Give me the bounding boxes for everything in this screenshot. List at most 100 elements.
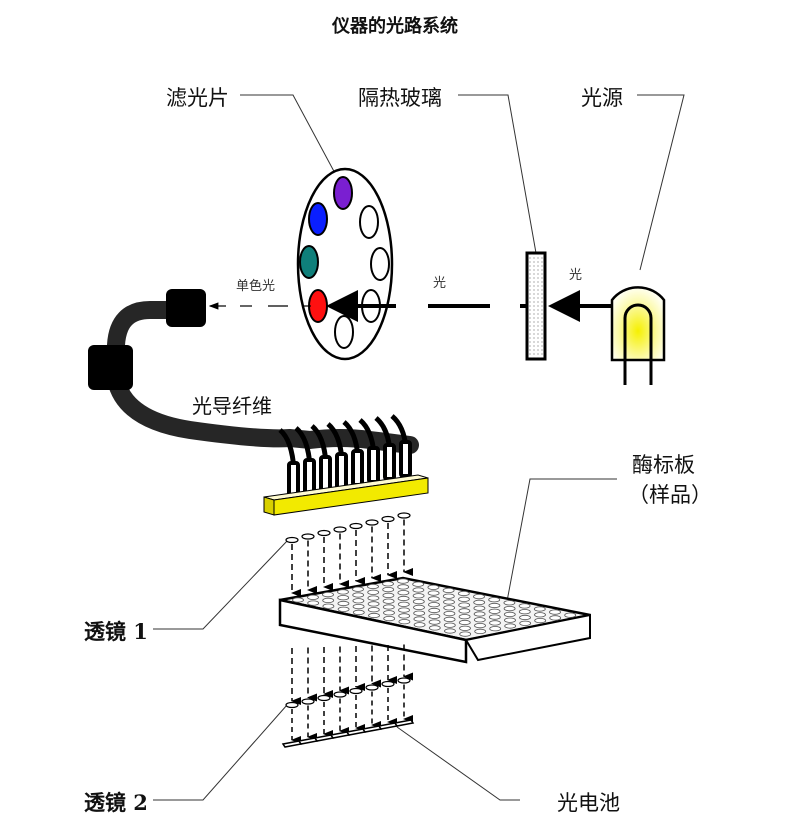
leader-lines: [153, 94, 685, 801]
label-light-1: 光: [433, 276, 447, 291]
leader-light-source: [637, 94, 685, 271]
lens-2: [333, 691, 347, 698]
plate-well: [489, 626, 502, 632]
leader-filter: [240, 94, 345, 191]
plate-well: [382, 581, 394, 587]
lens-1: [397, 512, 411, 519]
lens-2: [301, 698, 315, 705]
plate-well: [383, 615, 396, 622]
plate-well: [337, 589, 349, 595]
label-photocell: 光电池: [557, 791, 620, 815]
plate-well: [367, 607, 380, 613]
plate-well: [412, 581, 425, 587]
plate-well: [443, 610, 456, 617]
plate-well: [397, 590, 410, 596]
plate-well: [368, 612, 380, 619]
photocell: [345, 728, 367, 736]
plate-well: [383, 610, 395, 616]
plate-well: [428, 613, 441, 619]
lens-1: [333, 526, 347, 533]
plate-well: [549, 609, 561, 615]
plate-well: [488, 614, 501, 620]
plate-well: [458, 608, 471, 614]
plate-well: [459, 625, 471, 631]
plate-well: [307, 594, 319, 600]
plate-well: [504, 623, 517, 629]
plate-well: [474, 628, 487, 635]
plate-well: [292, 597, 304, 603]
plate-well: [489, 620, 501, 626]
lens-1-row: [285, 512, 413, 597]
leader-plate: [504, 478, 617, 613]
plate-well: [503, 600, 516, 606]
plate-well: [367, 583, 379, 590]
filter-blue: [308, 202, 328, 236]
diagram-title: 仪器的光路系统: [332, 16, 458, 37]
plate-well: [443, 622, 456, 628]
plate-well: [457, 590, 470, 597]
photocell: [297, 737, 319, 745]
plate-well: [442, 587, 455, 594]
plate-well: [427, 596, 440, 602]
lens-2: [397, 677, 411, 684]
leader-lens1: [153, 539, 289, 630]
plate-well: [398, 619, 411, 625]
plate-well: [397, 595, 410, 602]
label-plate: 酶标板: [632, 453, 695, 477]
plate-well: [443, 616, 456, 623]
plate-well: [427, 584, 440, 590]
plate-well: [398, 613, 411, 619]
lens-2: [381, 680, 395, 688]
plate-well: [413, 604, 425, 611]
plate-well: [443, 599, 455, 605]
light-bulb: [610, 286, 666, 385]
plate-well: [397, 578, 409, 584]
plate-well: [503, 605, 516, 612]
lens-1: [317, 529, 331, 537]
plate-well: [444, 628, 456, 634]
plate-well: [367, 601, 380, 607]
photocell: [329, 731, 351, 739]
leader-lens2: [153, 704, 288, 801]
plate-well: [443, 605, 456, 611]
plate-well: [519, 614, 531, 621]
filter-empty: [370, 247, 390, 281]
filter-empty: [334, 315, 354, 349]
plate-well: [367, 595, 380, 601]
label-fiber: 光导纤维: [192, 394, 272, 418]
plate-well: [474, 622, 486, 629]
fiber-holder-block: [263, 474, 429, 516]
microplate: [278, 576, 591, 664]
lens-1: [301, 533, 315, 540]
photocell: [281, 740, 303, 748]
plate-well: [458, 619, 471, 626]
label-light-source: 光源: [581, 86, 623, 110]
plate-well: [337, 600, 350, 607]
plate-well: [442, 593, 455, 599]
photocell: [313, 734, 335, 742]
plate-well: [352, 609, 365, 616]
plate-well: [549, 615, 562, 621]
plate-well: [458, 602, 471, 608]
label-filter: 滤光片: [166, 86, 229, 110]
plate-well: [473, 599, 486, 606]
lens-1: [365, 519, 379, 526]
plate-well: [428, 625, 441, 631]
plate-well: [382, 592, 395, 599]
lens-2: [365, 684, 379, 691]
plate-well: [518, 603, 531, 609]
photocell: [393, 719, 415, 727]
plate-well: [564, 612, 577, 618]
photocell: [377, 722, 399, 730]
plate-well: [428, 602, 440, 608]
label-mono-light: 单色光: [236, 279, 276, 294]
plate-well: [533, 606, 546, 612]
plate-well: [413, 622, 426, 628]
plate-well: [397, 584, 410, 590]
plate-well: [473, 617, 486, 623]
plate-well: [322, 591, 334, 598]
plate-well: [337, 595, 350, 601]
plate-well: [307, 600, 320, 606]
plate-well: [322, 603, 335, 609]
